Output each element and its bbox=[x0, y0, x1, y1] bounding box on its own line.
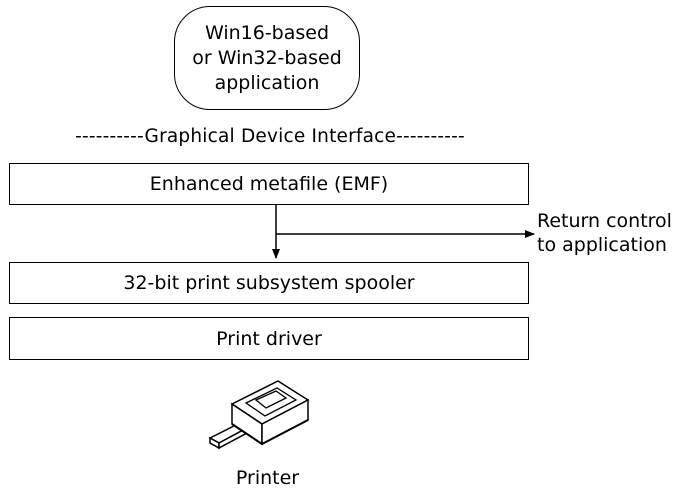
application-node: Win16-based or Win32-based application bbox=[174, 6, 360, 110]
gdi-layer-label: ----------Graphical Device Interface----… bbox=[75, 126, 465, 147]
printer-label: Printer bbox=[235, 467, 300, 489]
application-label-line3: application bbox=[214, 71, 320, 94]
application-label-line1: Win16-based bbox=[204, 21, 330, 44]
application-label-line2: or Win32-based bbox=[192, 46, 342, 69]
emf-box-label: Enhanced metafile (EMF) bbox=[149, 173, 389, 195]
spooler-box-label: 32-bit print subsystem spooler bbox=[123, 272, 415, 294]
printer-icon bbox=[208, 380, 310, 450]
print-driver-box-label: Print driver bbox=[216, 327, 322, 350]
spooler-box: 32-bit print subsystem spooler bbox=[9, 262, 529, 304]
return-control-line1: Return control bbox=[537, 210, 672, 232]
return-control-label: Return control to application bbox=[537, 209, 672, 257]
emf-box: Enhanced metafile (EMF) bbox=[9, 163, 529, 205]
return-control-line2: to application bbox=[537, 234, 667, 256]
print-driver-box: Print driver bbox=[9, 317, 529, 360]
